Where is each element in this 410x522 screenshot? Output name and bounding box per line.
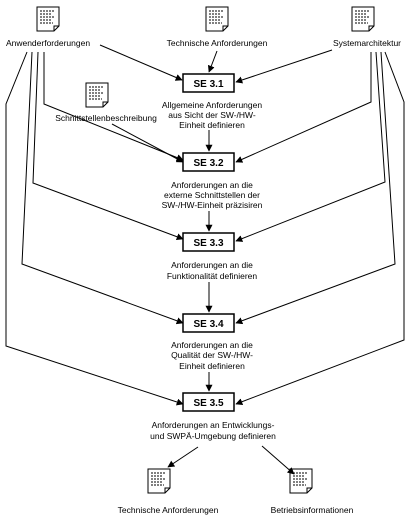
- step-id-se34: SE 3.4: [193, 319, 223, 330]
- document-icon-technische-top: [205, 6, 229, 32]
- step-box-se32: SE 3.2: [182, 152, 235, 172]
- step-desc-se34-line3: Einheit definieren: [179, 361, 245, 371]
- step-desc-se32-line1: Anforderungen an die: [171, 180, 253, 190]
- doc-label-anwender: Anwenderforderungen: [6, 38, 90, 48]
- step-box-se34: SE 3.4: [182, 313, 235, 333]
- step-desc-se35-line1: Anforderungen an Entwicklungs-: [152, 420, 275, 430]
- connectors: [5, 44, 405, 475]
- step-id-se35: SE 3.5: [193, 398, 223, 409]
- step-desc-se35-line2: und SWPÄ-Umgebung definieren: [150, 431, 276, 441]
- document-icon-technische-bottom: [147, 468, 171, 494]
- step-id-se31: SE 3.1: [193, 79, 223, 90]
- step-desc-se31-line3: Einheit definieren: [179, 120, 245, 130]
- doc-label-betrieb: Betriebsinformationen: [271, 505, 354, 515]
- step-desc-se31-line2: aus Sicht der SW-/HW-: [168, 110, 256, 120]
- step-desc-se34-line2: Qualität der SW-/HW-: [171, 350, 253, 360]
- step-desc-se31-line1: Allgemeine Anforderungen: [162, 100, 262, 110]
- step-box-se35: SE 3.5: [182, 392, 235, 412]
- step-id-se33: SE 3.3: [193, 238, 223, 249]
- doc-label-schnittstellen: Schnittstellenbeschreibung: [55, 113, 157, 123]
- doc-label-technische-bottom: Technische Anforderungen: [118, 505, 219, 515]
- step-box-se33: SE 3.3: [182, 232, 235, 252]
- step-desc-se32-line3: SW-/HW-Einheit präzisiren: [162, 200, 263, 210]
- document-icon-betrieb: [289, 468, 313, 494]
- step-desc-se34-line1: Anforderungen an die: [171, 340, 253, 350]
- step-desc-se32-line2: externe Schnittstellen der: [164, 190, 260, 200]
- step-box-se31: SE 3.1: [182, 73, 235, 93]
- document-icon-anwender: [36, 6, 60, 32]
- step-desc-se33-line2: Funktionalität definieren: [167, 271, 258, 281]
- doc-label-technische-top: Technische Anforderungen: [167, 38, 268, 48]
- document-icon-schnittstellen: [85, 82, 109, 108]
- doc-label-system: Systemarchitektur: [333, 38, 401, 48]
- step-desc-se33-line1: Anforderungen an die: [171, 260, 253, 270]
- step-id-se32: SE 3.2: [193, 158, 223, 169]
- document-icon-system: [351, 6, 375, 32]
